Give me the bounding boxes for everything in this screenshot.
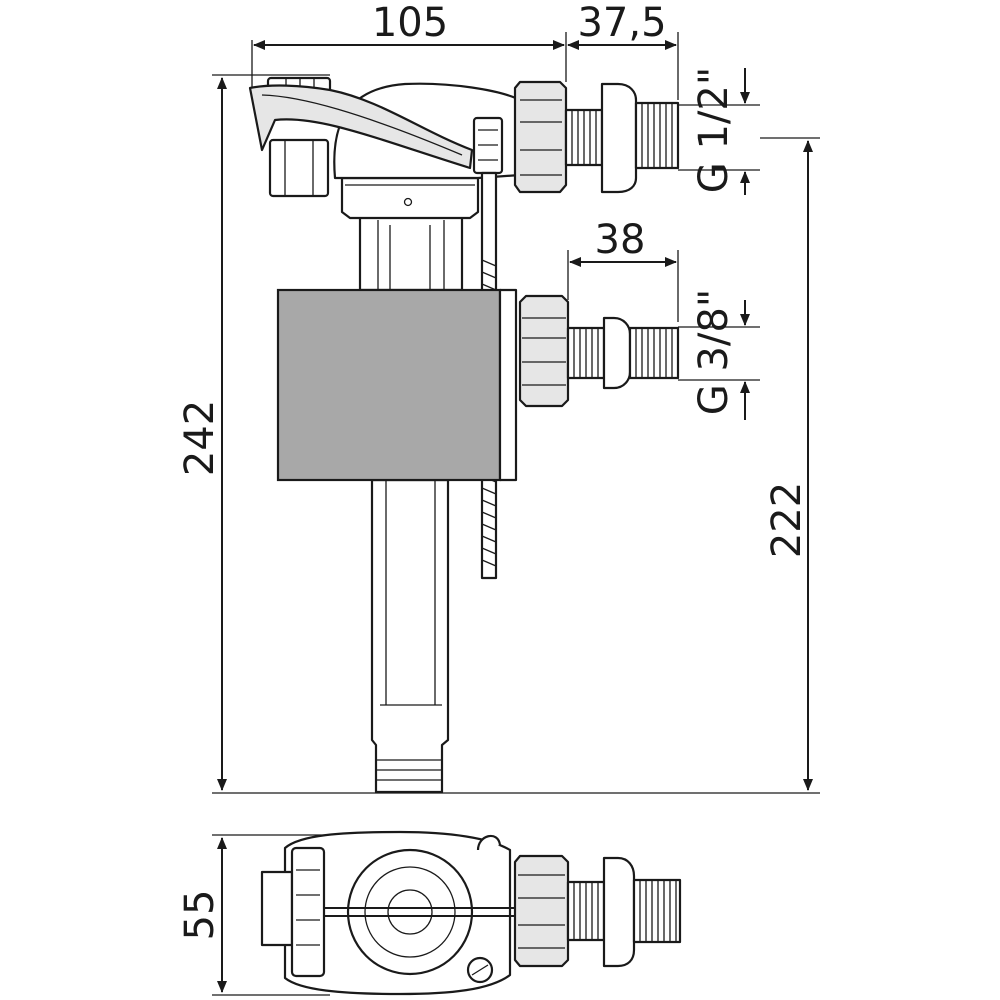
left-clip — [268, 138, 330, 198]
dimension-105: 105 — [251, 0, 567, 95]
dimension-105-label: 105 — [372, 0, 448, 46]
top-view-washer — [602, 856, 636, 968]
dimension-55-label: 55 — [177, 890, 223, 941]
top-view-float-disc — [346, 848, 474, 976]
valve-head — [340, 176, 480, 220]
inlet-tube — [370, 478, 450, 794]
lower-nut — [518, 294, 570, 408]
dimension-242-label: 242 — [177, 400, 223, 476]
upper-washer — [600, 82, 638, 194]
float-arm — [248, 84, 474, 170]
valve-top-view — [260, 830, 682, 996]
thread-lower-label: G 3/8" — [691, 289, 737, 415]
dimension-37-5-label: 37,5 — [577, 0, 666, 46]
top-view-hook — [476, 834, 502, 851]
thread-dimension-upper: G 1/2" — [678, 67, 760, 195]
top-view-left-bracket — [260, 870, 294, 947]
dimension-222-label: 222 — [764, 482, 810, 558]
dimension-222: 222 — [760, 137, 820, 791]
dimension-242: 242 — [177, 74, 820, 794]
lower-washer — [602, 316, 632, 390]
float-box-side — [498, 288, 518, 482]
top-view-outlet-nut — [513, 854, 570, 968]
upper-nut — [513, 80, 568, 194]
dimension-55: 55 — [177, 834, 330, 996]
top-view-thread-outer — [632, 878, 682, 944]
upper-thread-outer — [634, 101, 680, 170]
float-box — [276, 288, 502, 482]
dimension-38-label: 38 — [595, 217, 646, 263]
upper-tube — [358, 213, 464, 292]
dimension-37-5: 37,5 — [567, 0, 679, 100]
thread-dimension-lower: G 3/8" — [678, 289, 760, 420]
dimension-38: 38 — [567, 217, 679, 322]
thread-upper-label: G 1/2" — [691, 67, 737, 193]
valve-front-view — [248, 76, 680, 794]
top-view-left-nut — [290, 846, 326, 978]
